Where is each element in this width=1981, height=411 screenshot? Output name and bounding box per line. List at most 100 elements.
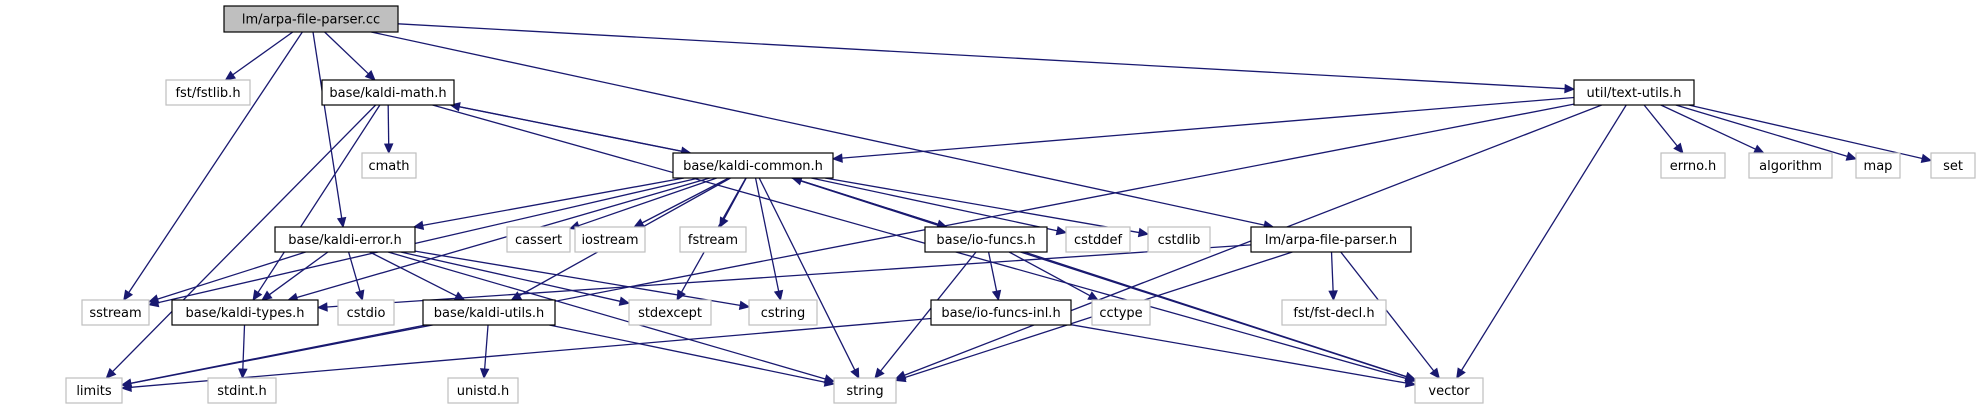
- node-map: map: [1855, 152, 1901, 179]
- edge-root-to-kaldi_error: [312, 31, 343, 219]
- node-label-cassert: cassert: [515, 233, 562, 248]
- node-label-kaldi_math: base/kaldi-math.h: [329, 86, 446, 101]
- edge-kaldi_utils-to-string: [549, 324, 826, 383]
- arrowhead-kaldi_common-to-cstdlib: [1137, 227, 1150, 238]
- node-kaldi_math[interactable]: base/kaldi-math.h: [321, 79, 455, 106]
- arrowhead-root-to-fstlib: [224, 70, 237, 81]
- arrowhead-io_funcs-to-vector: [1404, 371, 1417, 382]
- arrowhead-kaldi_common-to-cstddef: [1055, 225, 1068, 236]
- arrowhead-kaldi_utils-to-string: [823, 377, 836, 387]
- arrowhead-kaldi_error-to-stdexcept: [618, 296, 631, 306]
- node-label-map: map: [1864, 159, 1893, 174]
- node-box-stdexcept: [628, 299, 712, 326]
- arrowhead-text_utils-to-kaldi_common: [831, 153, 843, 163]
- node-kaldi_error[interactable]: base/kaldi-error.h: [274, 226, 416, 253]
- node-label-cstdio: cstdio: [347, 306, 386, 321]
- node-label-cmath: cmath: [368, 159, 409, 174]
- arrowhead-kaldi_types-to-stdint: [238, 368, 248, 380]
- node-label-cstddef: cstddef: [1074, 233, 1123, 248]
- node-fstlib: fst/fstlib.h: [165, 79, 251, 106]
- node-label-cctype: cctype: [1099, 306, 1142, 321]
- arrowhead-kaldi_math-to-kaldi_types: [252, 289, 263, 302]
- edge-kaldi_common-to-iostream: [641, 177, 730, 224]
- edge-arpa_h-to-kaldi_types: [326, 244, 1252, 308]
- edge-io_funcs-to-vector: [1024, 251, 1407, 378]
- edge-root-to-sstream: [128, 31, 303, 293]
- arrowhead-kaldi_common-to-string: [850, 367, 860, 380]
- node-vector: vector: [1414, 377, 1484, 404]
- edge-kaldi_utils-to-unistd: [484, 324, 489, 370]
- arrowhead-arpa_h-to-kaldi_types: [316, 302, 328, 312]
- node-box-kaldi_error: [274, 226, 416, 253]
- node-label-stdexcept: stdexcept: [638, 306, 702, 321]
- edge-root-to-fstlib: [232, 31, 294, 76]
- edge-kaldi_math-to-kaldi_types: [257, 104, 381, 293]
- node-label-string: string: [846, 384, 883, 399]
- node-box-fst_decl: [1281, 299, 1387, 326]
- node-arpa_h[interactable]: lm/arpa-file-parser.h: [1250, 226, 1412, 253]
- edge-kaldi_common-to-cstdlib: [824, 177, 1140, 234]
- arrowhead-root-to-text_utils: [1564, 83, 1576, 94]
- arrowhead-arpa_h-to-vector: [1429, 367, 1440, 379]
- node-box-map: [1855, 152, 1901, 179]
- node-label-fstream: fstream: [688, 233, 738, 248]
- arrowhead-kaldi_common-to-kaldi_error: [412, 220, 425, 230]
- node-label-arpa_h: lm/arpa-file-parser.h: [1265, 233, 1397, 248]
- edge-kaldi_math-to-vector: [432, 104, 1407, 380]
- edge-kaldi_types-to-stdint: [242, 324, 246, 370]
- node-label-kaldi_types: base/kaldi-types.h: [186, 306, 305, 321]
- edge-io_funcs-to-string: [880, 251, 977, 372]
- edge-kaldi_error-to-kaldi_types: [269, 251, 329, 296]
- node-box-arpa_h: [1250, 226, 1412, 253]
- node-label-unistd: unistd.h: [457, 384, 510, 399]
- node-kaldi_types[interactable]: base/kaldi-types.h: [171, 299, 319, 326]
- edge-kaldi_common-to-cstring: [754, 177, 780, 292]
- node-errno: errno.h: [1660, 152, 1726, 179]
- edge-kaldi_utils-to-limits: [130, 324, 426, 384]
- graph-edges: [105, 23, 1933, 393]
- arrowhead-kaldi_math-to-cmath: [383, 143, 394, 155]
- arrowhead-root-to-sstream: [123, 289, 134, 302]
- edge-arpa_h-to-fst_decl: [1330, 251, 1334, 292]
- node-box-string: [833, 377, 897, 404]
- node-cstdlib: cstdlib: [1147, 226, 1211, 253]
- node-io_funcs[interactable]: base/io-funcs.h: [924, 226, 1048, 253]
- edge-kaldi_error-to-cstring: [414, 250, 741, 306]
- node-label-sstream: sstream: [89, 306, 141, 321]
- node-label-fst_decl: fst/fst-decl.h: [1293, 306, 1374, 321]
- node-label-set: set: [1943, 159, 1963, 174]
- node-kaldi_utils[interactable]: base/kaldi-utils.h: [422, 299, 556, 326]
- node-box-set: [1930, 152, 1976, 179]
- node-label-kaldi_utils: base/kaldi-utils.h: [434, 306, 545, 321]
- edge-text_utils-to-vector: [1460, 104, 1627, 371]
- node-box-text_utils: [1573, 79, 1695, 106]
- arrowhead-arpa_h-to-string: [894, 372, 907, 383]
- node-label-vector: vector: [1428, 384, 1470, 399]
- node-label-text_utils: util/text-utils.h: [1587, 86, 1682, 101]
- edge-kaldi_common-to-kaldi_math: [459, 106, 691, 154]
- node-cctype: cctype: [1091, 299, 1151, 326]
- arrowhead-text_utils-to-vector: [1456, 367, 1466, 380]
- node-label-kaldi_common: base/kaldi-common.h: [683, 159, 823, 174]
- arrowhead-io_funcs-to-string: [874, 367, 885, 379]
- arrowhead-kaldi_error-to-sstream: [147, 294, 160, 304]
- edge-kaldi_error-to-stdexcept: [400, 251, 621, 302]
- node-box-cstdlib: [1147, 226, 1211, 253]
- edge-kaldi_math-to-cmath: [387, 104, 390, 145]
- node-box-cstddef: [1065, 226, 1131, 253]
- node-label-root: lm/arpa-file-parser.cc: [242, 13, 380, 28]
- node-label-limits: limits: [76, 384, 112, 399]
- node-box-kaldi_types: [171, 299, 319, 326]
- node-iostream: iostream: [574, 226, 646, 253]
- node-label-iostream: iostream: [581, 233, 638, 248]
- node-box-fstlib: [165, 79, 251, 106]
- node-box-kaldi_common: [672, 152, 834, 179]
- edge-text_utils-to-set: [1688, 104, 1923, 160]
- node-text_utils[interactable]: util/text-utils.h: [1573, 79, 1695, 106]
- node-box-algorithm: [1748, 152, 1833, 179]
- edge-io_funcs-to-cctype: [1008, 251, 1091, 297]
- node-kaldi_common[interactable]: base/kaldi-common.h: [672, 152, 834, 179]
- node-io_funcs_inl[interactable]: base/io-funcs-inl.h: [930, 299, 1072, 326]
- node-box-iostream: [574, 226, 646, 253]
- arrowhead-root-to-kaldi_error: [336, 216, 347, 229]
